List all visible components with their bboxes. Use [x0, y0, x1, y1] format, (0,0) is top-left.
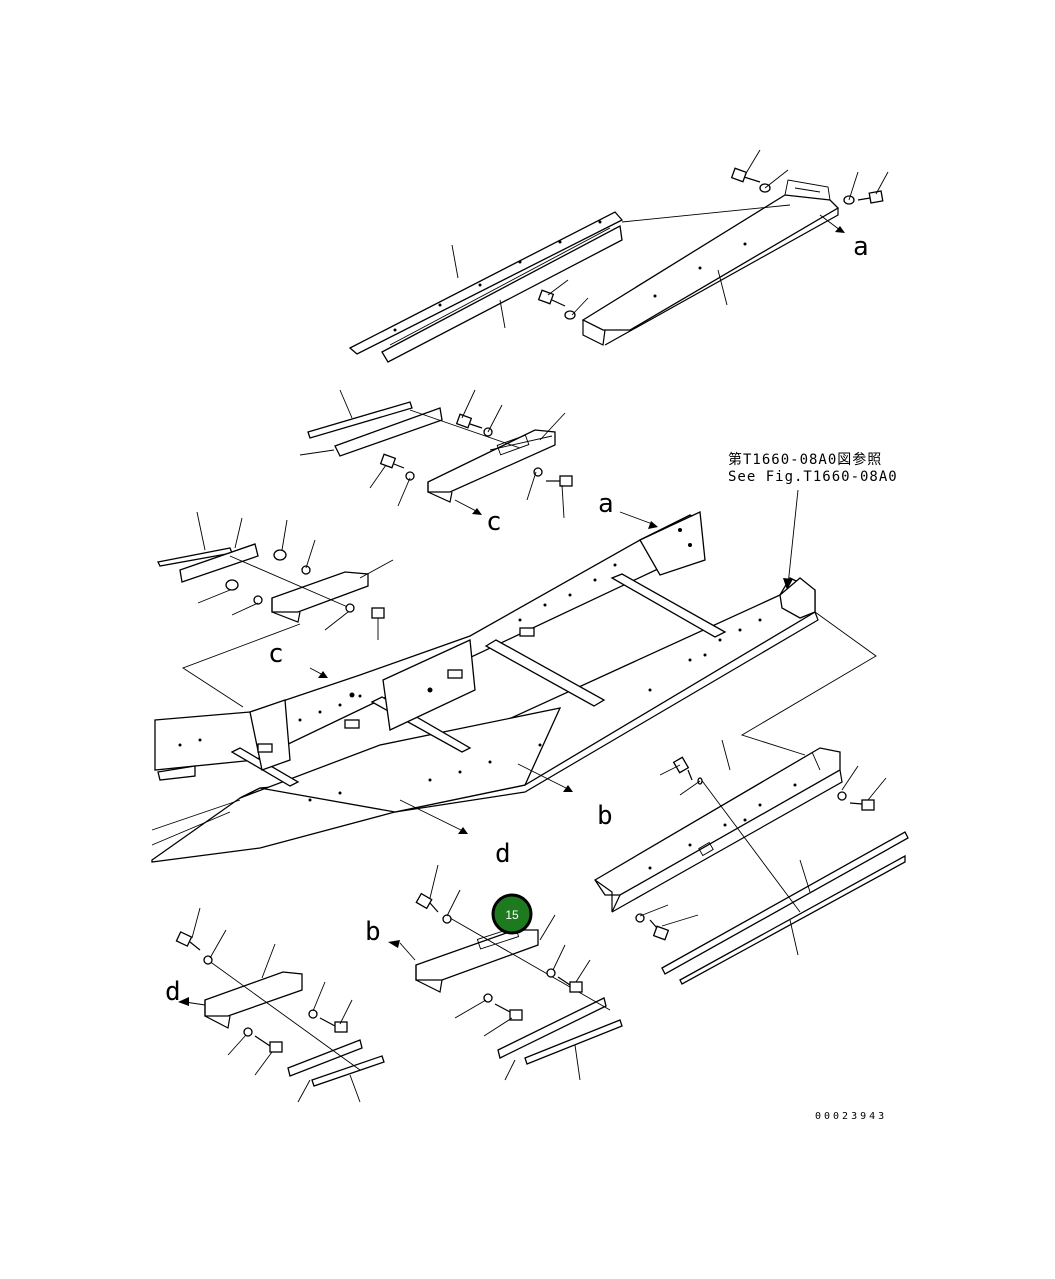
right-lower-assembly [594, 739, 909, 985]
left-small-assembly: c [157, 511, 394, 708]
view-label-a-top: a [853, 232, 869, 262]
leader-lines-right-lower [639, 739, 887, 956]
leader-lines-b [429, 864, 591, 1081]
leader-lines-c [299, 389, 566, 519]
callout-15[interactable]: 15 [491, 893, 533, 935]
b-cover-assembly: b [365, 864, 623, 1081]
view-label-d-bottom: d [165, 977, 181, 1007]
reference-note: 第T1660-08A0図参照 See Fig.T1660-08A0 [728, 451, 898, 485]
reference-note-jp: 第T1660-08A0図参照 [728, 451, 882, 468]
bolt-d [175, 931, 348, 1053]
document-number: 00023943 [815, 1111, 887, 1122]
leader-lines-top [451, 149, 889, 329]
callout-15-number: 15 [505, 908, 519, 922]
view-label-c-top: c [486, 507, 502, 537]
top-cover-assembly: a [348, 149, 889, 363]
d-cover-assembly: d [165, 907, 385, 1103]
view-label-c-main: c [268, 639, 284, 669]
leader-lines-left [196, 511, 394, 640]
bolt-right-lower [635, 756, 875, 941]
leader-lines-d [191, 907, 361, 1103]
bolt-c [379, 413, 573, 487]
view-label-d-main: d [495, 839, 511, 869]
frame-holes [178, 528, 762, 802]
view-label-b-main: b [597, 801, 613, 831]
reference-note-en: See Fig.T1660-08A0 [728, 469, 898, 485]
main-frame: a b d [151, 489, 877, 869]
c-cover-assembly: c [299, 389, 573, 537]
view-label-a-main: a [598, 489, 614, 519]
bolt-b [415, 892, 583, 1021]
view-label-b-bottom: b [365, 917, 381, 947]
